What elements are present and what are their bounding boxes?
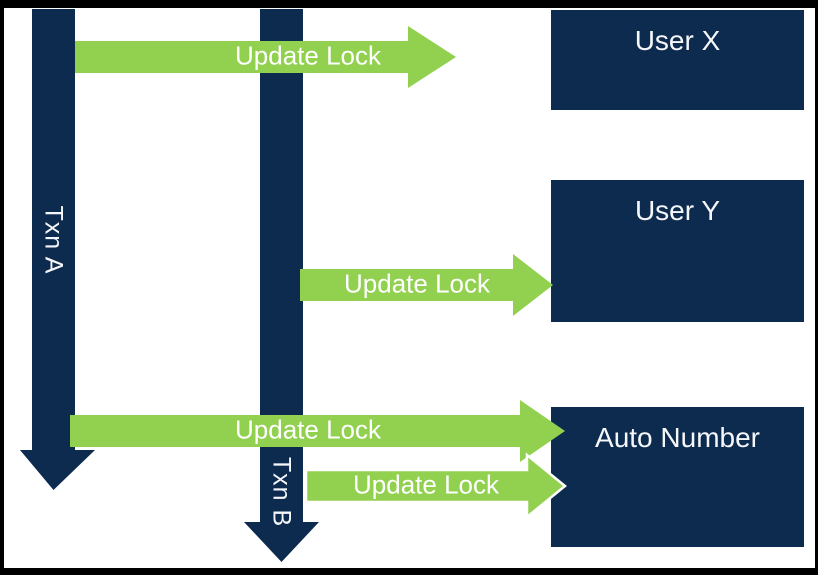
txn-a-label: Txn A xyxy=(39,205,68,275)
resource-box-auto-number: Auto Number xyxy=(551,407,804,547)
resource-box-user-x: User X xyxy=(551,10,804,110)
update-lock-label-user-y: Update Lock xyxy=(344,268,490,299)
update-lock-arrow-auto-number-a-icon xyxy=(70,400,565,462)
txn-b-label: Txn B xyxy=(267,456,296,528)
update-lock-label-auto-number-b: Update Lock xyxy=(353,469,499,500)
update-lock-arrow-user-x-icon xyxy=(75,26,456,88)
resource-label-user-y: User Y xyxy=(634,195,721,226)
txn-a-lifeline-arrow-icon xyxy=(20,9,95,490)
resource-label-user-x: User X xyxy=(634,25,721,56)
update-lock-label-auto-number-a: Update Lock xyxy=(235,414,381,445)
resource-label-auto-number: Auto Number xyxy=(595,422,760,453)
update-lock-arrow-auto-number-b-icon xyxy=(304,452,567,520)
resource-box-user-y: User Y xyxy=(551,180,804,322)
update-lock-label-user-x: Update Lock xyxy=(235,40,381,71)
update-lock-arrow-user-y-icon xyxy=(300,254,553,316)
